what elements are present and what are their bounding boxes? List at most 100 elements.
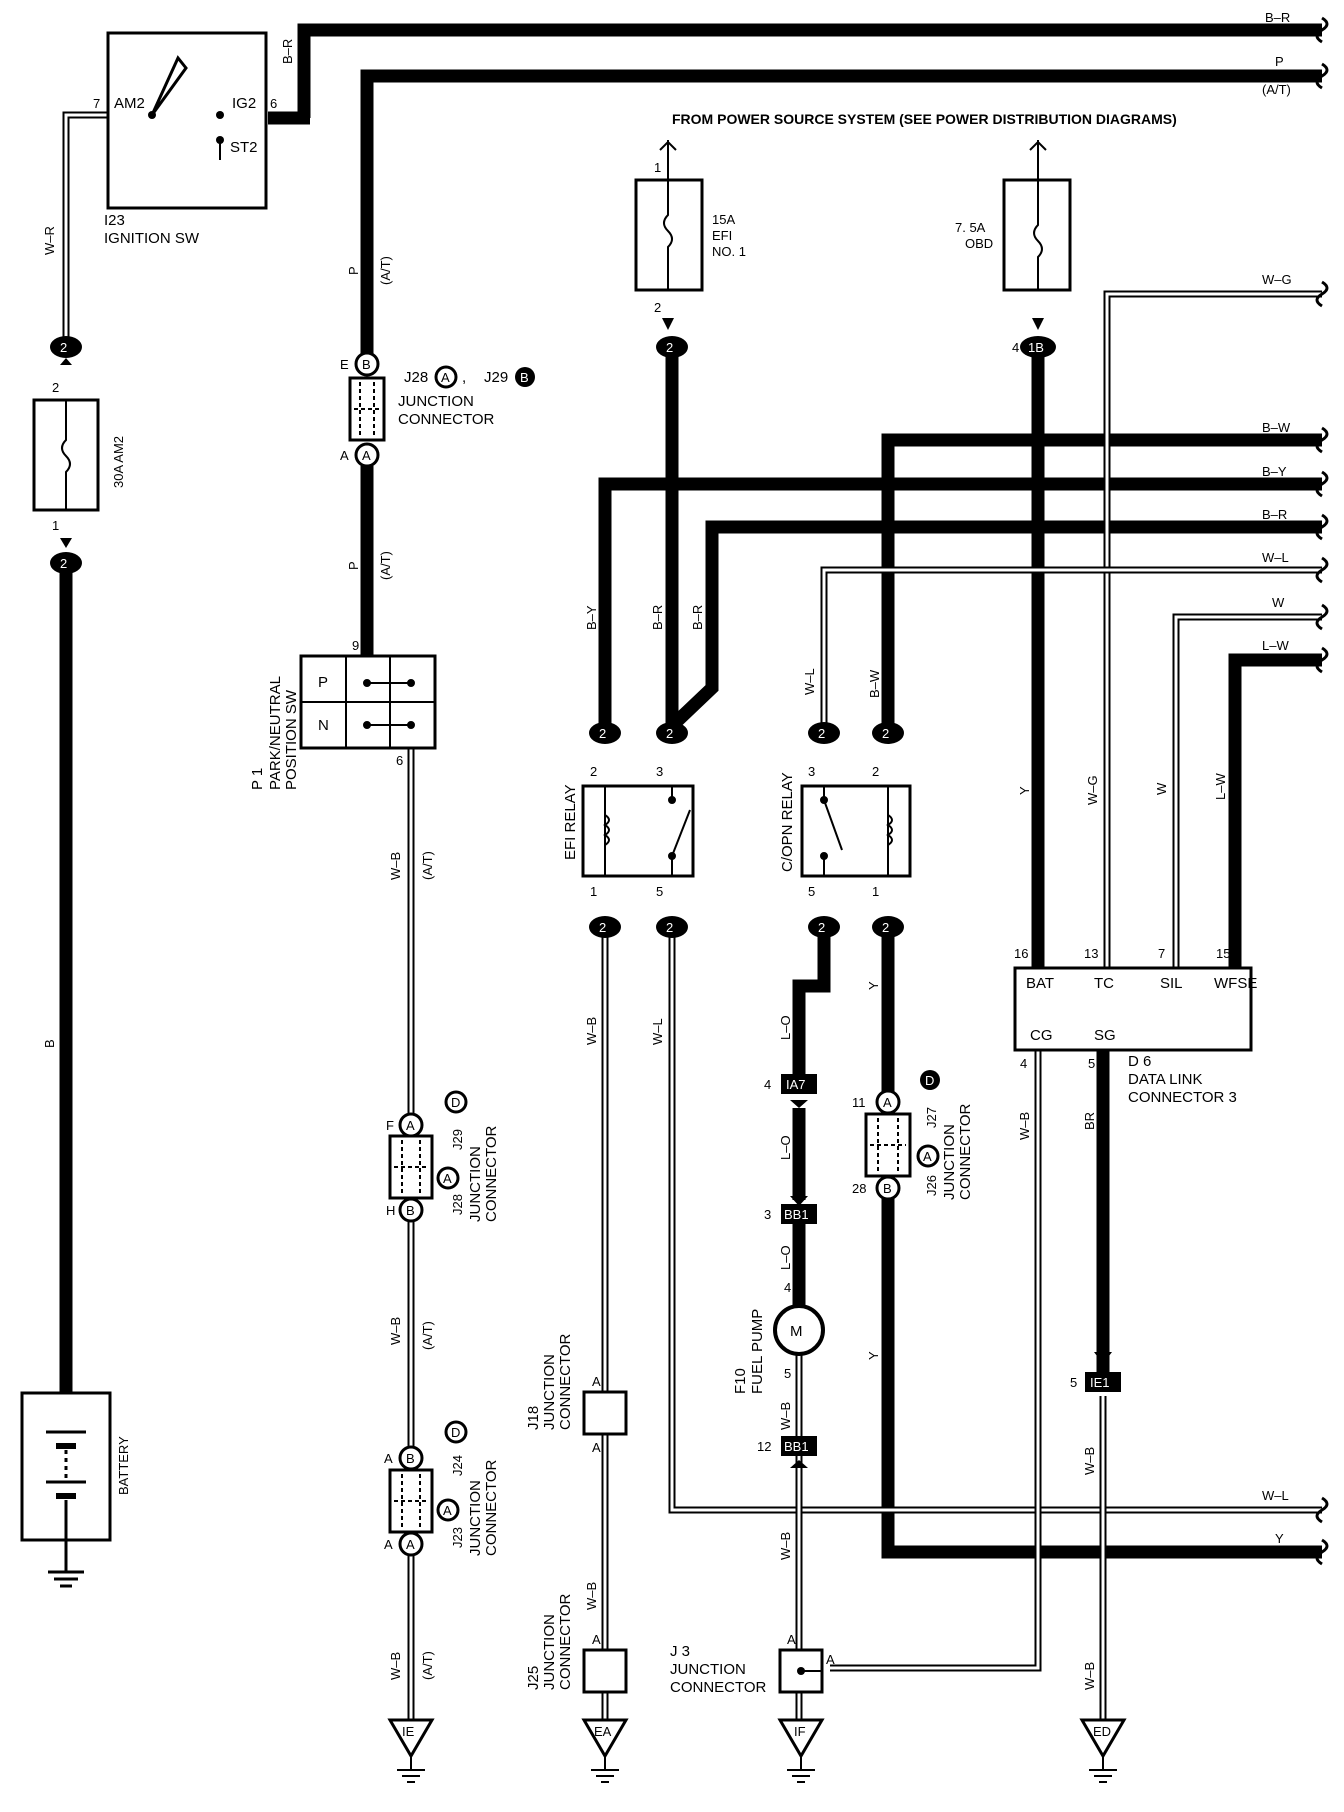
park-pin6: 6 [396,753,403,768]
junction-mid-label2: CONNECTOR [483,1125,500,1222]
arrow-efi-fuse [662,318,674,330]
badge-b-j29: B [515,367,535,387]
conn-2-efi-relay-in1: 2 [589,722,621,744]
dlc-bat: BAT [1026,975,1054,992]
ground-if: IF [777,1718,825,1783]
ground-ie: IE [387,1718,435,1783]
ia7-pin: 4 [764,1077,771,1092]
copn-pin2: 2 [872,764,879,779]
svg-text:Y: Y [866,1351,881,1360]
svg-text:BB1: BB1 [784,1207,809,1222]
svg-text:W–B: W–B [388,852,403,880]
wire-label-w: W [1272,595,1285,610]
pin-label-e: E [340,357,349,372]
wire-label-wr: W–R [42,226,57,255]
ignition-name: IGNITION SW [104,230,200,247]
svg-text:P: P [346,561,361,570]
j3-pin-a-top: A [787,1632,796,1647]
conn-bb1-bot: BB1 [781,1436,817,1456]
svg-text:D: D [925,1073,934,1088]
junction-j28-top-dash [354,382,380,436]
svg-text:A: A [406,1118,415,1133]
pin-b-j26: B [875,1175,901,1201]
fuse-am2-pin-bot: 1 [52,518,59,533]
j25-label: J25 [525,1666,542,1690]
ignition-id: I23 [104,212,125,229]
dlc-box [1013,966,1253,1052]
dlc-pin4: 4 [1020,1056,1027,1071]
wire-lo [792,935,831,1085]
svg-text:2: 2 [60,556,67,571]
j3-label1: JUNCTION [670,1661,746,1678]
dlc-pin16: 16 [1014,946,1028,961]
svg-text:(A/T): (A/T) [420,851,435,880]
svg-text:(A/T): (A/T) [378,256,393,285]
efi-relay-pin1: 1 [590,884,597,899]
park-n-label: N [318,717,329,734]
badge-d-j27: D [920,1070,940,1090]
pin-label-a-j23: A [384,1537,393,1552]
wire-label-br-top: B–R [1265,10,1290,25]
junction-j29-label: J29 [484,369,508,386]
j27-label1: JUNCTION [941,1124,958,1200]
efi-relay-box [581,784,695,878]
svg-text:A: A [406,1537,415,1552]
wire-p-at [360,69,1322,360]
header-source: FROM POWER SOURCE SYSTEM (SEE POWER DIST… [672,111,1177,127]
conn-2-efi-fuse: 2 [656,336,688,358]
fuse-obd-name: OBD [965,236,993,251]
conn-bb1-top: BB1 [781,1204,817,1224]
j29-mid-label: J29 [450,1129,465,1150]
park-p-label: P [318,674,328,691]
efi-relay-pin3: 3 [656,764,663,779]
svg-text:Y: Y [1017,786,1032,795]
pin-a-f: A [398,1112,424,1138]
svg-text:IE: IE [402,1724,415,1739]
svg-text:B–W: B–W [867,669,882,698]
svg-text:M: M [790,1323,803,1340]
svg-text:A: A [443,1171,452,1186]
wire-label-p: P [1275,54,1284,69]
svg-text:D: D [451,1425,460,1440]
copn-pin1: 1 [872,884,879,899]
efi-relay-pin5: 5 [656,884,663,899]
park-id: P 1 [249,768,266,790]
bb1-bot-pin: 12 [757,1439,771,1454]
svg-text:A: A [443,1503,452,1518]
svg-text:W–B: W–B [1017,1112,1032,1140]
fuse-efi-symbol [663,180,673,290]
ie1-arrow [1094,1352,1112,1364]
fuse-obd-pin: 4 [1012,340,1019,355]
fuse-obd-rating: 7. 5A [955,220,986,235]
conn-2-copn-out1: 2 [808,916,840,938]
badge-a-j23: A [436,1498,460,1522]
svg-text:2: 2 [882,920,889,935]
copn-relay-symbol [820,786,893,876]
svg-text:W–B: W–B [388,1652,403,1680]
badge-a-j28: A [434,365,458,389]
wire-by [598,477,1322,726]
junction-j25 [582,1648,628,1694]
svg-text:B: B [883,1181,892,1196]
j18-label: J18 [525,1406,542,1430]
dlc-id: D 6 [1128,1053,1151,1070]
svg-text:2: 2 [666,726,673,741]
badge-d-j24: D [444,1420,468,1444]
ignition-switch-box [106,31,268,210]
junction-comma: , [462,369,466,386]
svg-text:B–R: B–R [650,605,665,630]
arrow-obd-fuse [1032,318,1044,330]
junction-mid-label1: JUNCTION [467,1146,484,1222]
dlc-pin15: 15 [1216,946,1230,961]
svg-text:L–O: L–O [778,1245,793,1270]
svg-text:2: 2 [882,726,889,741]
wire-label-y: Y [1275,1531,1284,1546]
fuse-efi-rating: 15A [712,212,735,227]
ground-ed: ED [1079,1718,1127,1783]
svg-text:ED: ED [1093,1724,1111,1739]
conn-2-am2-top: 2 [50,336,82,358]
junction-j27-dash [870,1118,906,1172]
pin-label-28: 28 [852,1181,866,1196]
efi-relay-pin2: 2 [590,764,597,779]
